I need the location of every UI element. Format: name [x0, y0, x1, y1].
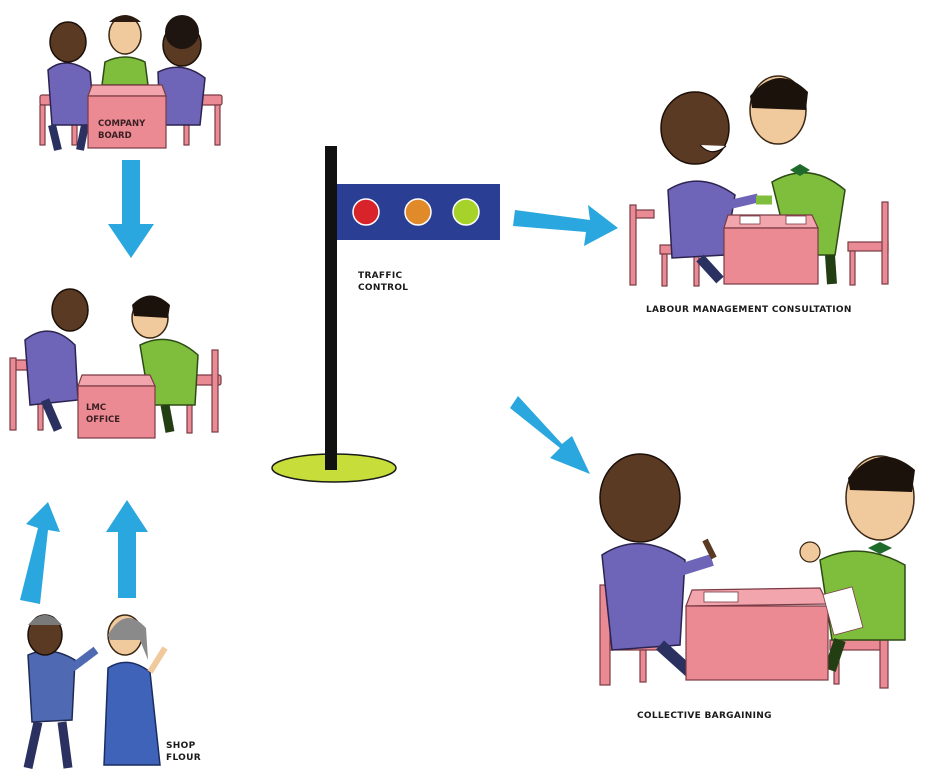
- fist: [799, 541, 821, 563]
- person-middle: [101, 15, 149, 86]
- bargaining-label: COLLECTIVE BARGAINING: [637, 711, 772, 721]
- shop-floor-scene: SHOP FLOUR: [23, 614, 201, 769]
- flag-pole: [325, 146, 337, 470]
- consultation-label: LABOUR MANAGEMENT CONSULTATION: [646, 305, 852, 315]
- company-board-desk: COMPANY BOARD: [87, 84, 167, 149]
- arrow-to-consultation: [513, 205, 618, 246]
- company-board-label-line1: COMPANY: [98, 119, 146, 129]
- person-left: [24, 288, 89, 432]
- worker-left: [23, 614, 99, 769]
- bargaining-desk: [685, 586, 864, 681]
- traffic-light-amber: [404, 198, 432, 226]
- lmc-office-desk: LMC OFFICE: [77, 374, 156, 439]
- person-left: [660, 91, 760, 284]
- shop-floor-label-line2: FLOUR: [166, 753, 201, 763]
- traffic-light-green: [452, 198, 480, 226]
- shop-floor-label-line1: SHOP: [166, 741, 196, 751]
- traffic-control-flag: TRAFFIC CONTROL: [271, 146, 500, 483]
- traffic-control-label-line2: CONTROL: [358, 283, 408, 293]
- traffic-light-red: [352, 198, 380, 226]
- company-board-label-line2: BOARD: [98, 131, 132, 141]
- lmc-office-scene: LMC OFFICE: [9, 288, 222, 439]
- chair-right: [184, 349, 222, 434]
- arrow-board-to-lmc: [108, 160, 154, 258]
- company-board-scene: COMPANY BOARD: [39, 15, 223, 151]
- chair-right: [847, 201, 889, 286]
- person-left: [47, 21, 96, 151]
- consultation-scene: LABOUR MANAGEMENT CONSULTATION: [629, 75, 889, 315]
- lmc-office-label-line1: LMC: [86, 403, 106, 413]
- person-left: [599, 453, 717, 677]
- arrow-shop-to-lmc-right: [106, 500, 148, 598]
- arrow-to-bargaining: [510, 396, 590, 474]
- bargaining-scene: COLLECTIVE BARGAINING: [599, 453, 915, 721]
- lmc-office-label-line2: OFFICE: [86, 415, 120, 425]
- traffic-control-label-line1: TRAFFIC: [358, 271, 402, 281]
- consultation-desk: [723, 214, 819, 285]
- person-right: [157, 15, 206, 126]
- worker-right: [103, 614, 168, 766]
- arrow-shop-to-lmc-left: [20, 502, 60, 604]
